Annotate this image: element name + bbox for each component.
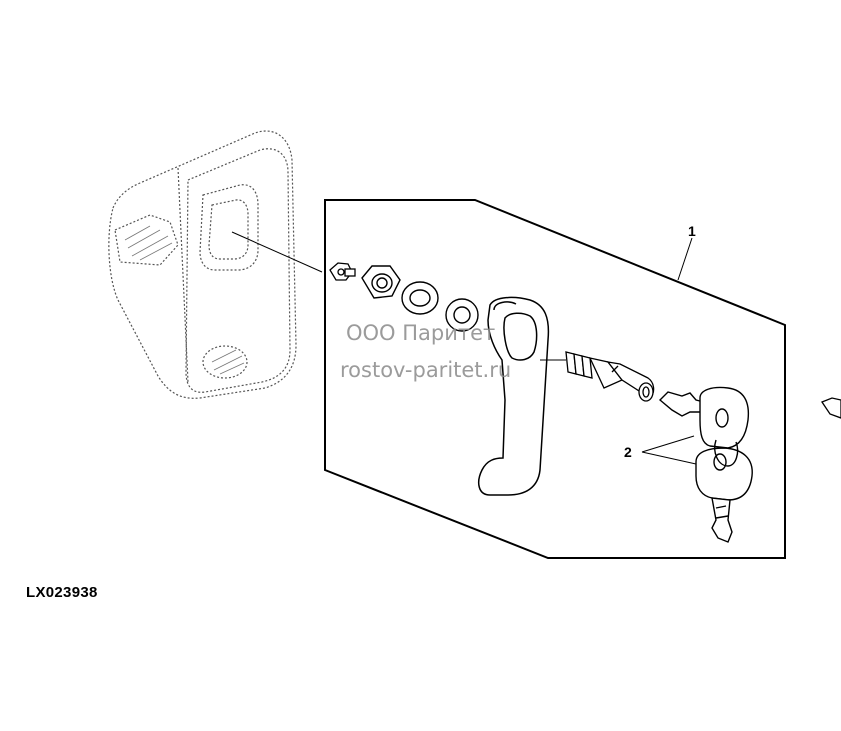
leader-lines <box>641 237 697 465</box>
key-1 <box>658 386 750 449</box>
figure-id-label: LX023938 <box>26 584 98 601</box>
door-handle <box>477 296 550 496</box>
partial-part-right-edge <box>821 397 841 419</box>
assembly-axis-line <box>231 231 323 273</box>
watermark-line-2: rostov-paritet.ru <box>340 358 511 382</box>
washer-ring-1 <box>401 281 439 315</box>
phantom-pocket-hatch <box>124 225 245 375</box>
door-lock-housing-phantom <box>108 130 297 399</box>
callout-1-label: 1 <box>688 223 696 239</box>
watermark-line-1: ООО Паритет <box>346 321 495 345</box>
lock-cylinder <box>565 351 655 402</box>
key-2 <box>695 447 753 543</box>
hex-nut-small <box>329 262 356 281</box>
kit-frame <box>324 199 786 559</box>
callout-2-label: 2 <box>624 444 632 460</box>
key-ring <box>714 439 739 467</box>
hex-nut-large <box>361 265 401 299</box>
washer-ring-2 <box>445 298 479 332</box>
